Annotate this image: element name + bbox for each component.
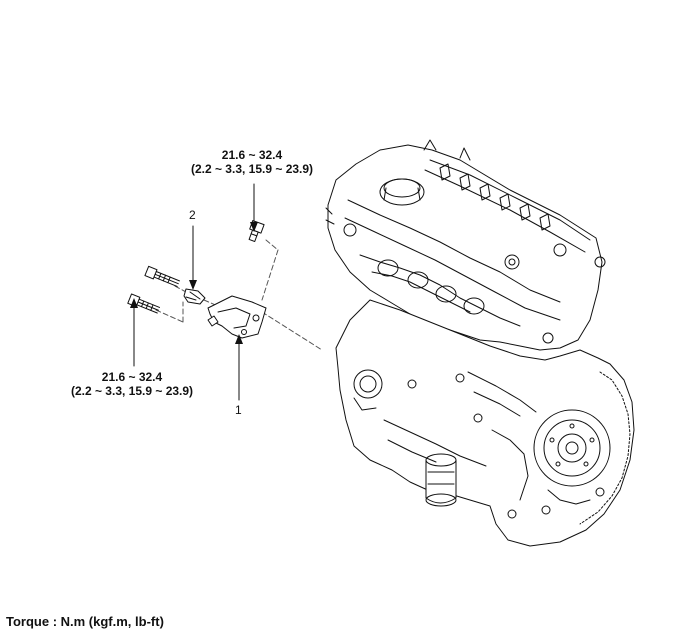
- part-number-1: 1: [235, 403, 242, 417]
- part-2-clip: [183, 288, 206, 305]
- pulley-bolts: [549, 423, 595, 467]
- top-torque-detail: (2.2 ~ 3.3, 15.9 ~ 23.9): [190, 162, 314, 176]
- assembly-guide-lines: [155, 239, 323, 351]
- top-torque-value: 21.6 ~ 32.4: [221, 148, 283, 162]
- engine-block: [325, 139, 635, 547]
- arrowheads: [130, 222, 258, 344]
- left-torque-label: 21.6 ~ 32.4 (2.2 ~ 3.3, 15.9 ~ 23.9): [58, 370, 206, 398]
- part-number-2: 2: [189, 208, 196, 222]
- bracket-bolt-upper: [144, 265, 180, 287]
- left-torque-value: 21.6 ~ 32.4: [101, 370, 163, 384]
- bracket-bolt-lower: [127, 293, 161, 314]
- left-torque-detail: (2.2 ~ 3.3, 15.9 ~ 23.9): [70, 384, 194, 398]
- top-torque-label: 21.6 ~ 32.4 (2.2 ~ 3.3, 15.9 ~ 23.9): [178, 148, 326, 176]
- leader-arrows: [133, 183, 255, 401]
- part-1-bracket: [207, 295, 267, 339]
- torque-unit-note: Torque : N.m (kgf.m, lb-ft): [6, 614, 164, 629]
